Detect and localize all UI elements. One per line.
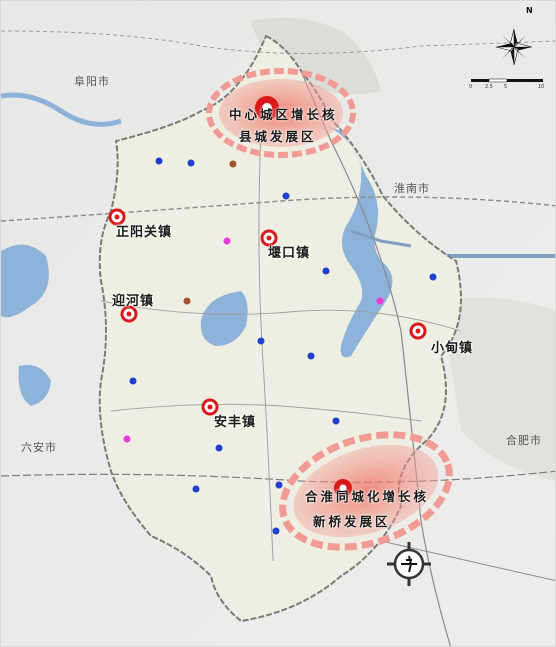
central-core-marker — [255, 96, 279, 120]
hill-shade-east — [441, 297, 555, 481]
neighbor-luan: 六安市 — [21, 441, 57, 454]
channel — [350, 229, 412, 248]
neighbor-huainan: 淮南市 — [394, 182, 430, 195]
settlement-dots-magenta — [123, 237, 384, 443]
town-anfeng: 安丰镇 — [214, 415, 257, 430]
central-city-core-label: 中心城区增长核 — [229, 107, 338, 122]
lake-west — [1, 244, 49, 318]
settlement-dots-brown — [183, 160, 237, 305]
road-lower — [110, 403, 422, 422]
road-central — [258, 130, 274, 562]
town-zhengyangguan: 正阳关镇 — [116, 225, 173, 240]
hill-shade — [251, 17, 381, 95]
hefei-core-marker — [334, 479, 352, 497]
neighbor-fuyang: 阜阳市 — [74, 75, 110, 88]
central-growth-zone — [206, 68, 356, 158]
town-yinghe: 迎河镇 — [112, 294, 155, 309]
hefei-growth-zone — [279, 431, 453, 551]
railway-east-west — [1, 196, 555, 222]
road-mid — [100, 300, 462, 332]
scale-label-2-5: 2.5 — [485, 84, 493, 90]
town-xiaodian: 小甸镇 — [431, 341, 474, 356]
road-north-south — [300, 70, 452, 646]
expressway-south — [1, 470, 555, 483]
scale-label-10: 10 — [538, 84, 545, 90]
hefei-huainan-core-label: 合淮同城化增长核 — [305, 489, 430, 504]
town-yankou: 堰口镇 — [268, 246, 311, 261]
settlement-dots-blue — [129, 157, 437, 535]
river-fuyang — [1, 92, 122, 127]
scale-label-5: 5 — [504, 84, 508, 90]
north-label: N — [526, 6, 533, 15]
scale-bar — [471, 78, 543, 83]
road-north — [1, 30, 555, 54]
town-center-marker-icon — [108, 208, 427, 416]
reservoir-main — [326, 126, 393, 358]
compass-icon — [495, 28, 533, 66]
airport-icon — [387, 542, 431, 586]
neighbor-hefei: 合肥市 — [506, 434, 542, 447]
county-district-label: 县城发展区 — [239, 129, 317, 144]
scale-label-0: 0 — [469, 84, 473, 90]
lake-center — [200, 291, 248, 346]
xinqiao-district-label: 新桥发展区 — [313, 514, 391, 529]
lake-southwest — [18, 365, 51, 406]
